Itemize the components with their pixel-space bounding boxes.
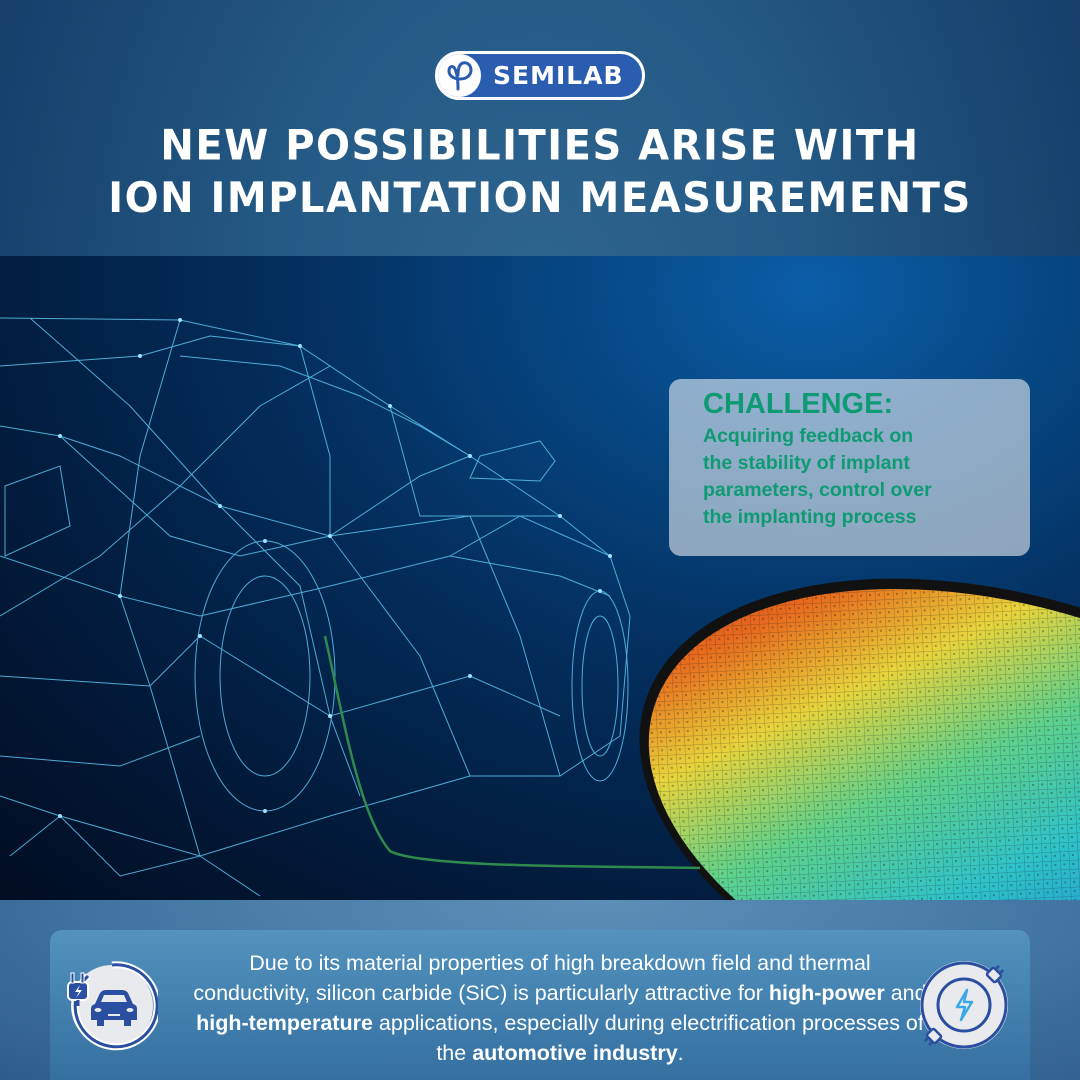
semiconductor-wafer-image	[639, 578, 1080, 900]
info-card: Due to its material properties of high b…	[50, 930, 1030, 1080]
challenge-line: the stability of implant	[703, 452, 910, 474]
challenge-line: parameters, control over	[703, 479, 932, 501]
title-line-2: ION IMPLANTATION MEASUREMENTS	[108, 174, 972, 223]
info-bold-automotive-industry: automotive industry	[472, 1041, 678, 1065]
info-text-segment: Due to its material properties of high b…	[193, 951, 871, 1005]
semilab-logo[interactable]: SEMILAB	[435, 51, 645, 100]
header: SEMILAB NEW POSSIBILITIES ARISE WITH ION…	[0, 0, 1080, 256]
semilab-phi-icon	[438, 54, 481, 97]
challenge-line: Acquiring feedback on	[703, 425, 914, 447]
electric-car-plug-icon	[58, 958, 161, 1058]
logo-text: SEMILAB	[493, 61, 624, 90]
hero-image: CHALLENGE: Acquiring feedback on the sta…	[0, 256, 1080, 900]
challenge-title: CHALLENGE:	[703, 388, 894, 420]
info-text-segment: applications, especially during electrif…	[372, 1011, 924, 1065]
challenge-line: the implanting process	[703, 506, 917, 528]
wireframe-car-image	[0, 317, 700, 897]
info-bold-high-temperature: high-temperature	[196, 1011, 373, 1035]
power-cycle-lightning-icon	[914, 958, 1014, 1058]
page-title: NEW POSSIBILITIES ARISE WITH ION IMPLANT…	[0, 120, 1080, 225]
challenge-description: Acquiring feedback on the stability of i…	[703, 423, 1030, 531]
info-text-segment: .	[677, 1041, 684, 1065]
title-line-1: NEW POSSIBILITIES ARISE WITH	[160, 121, 920, 170]
info-paragraph: Due to its material properties of high b…	[190, 948, 930, 1068]
challenge-callout: CHALLENGE: Acquiring feedback on the sta…	[669, 379, 1030, 556]
info-bold-high-power: high-power	[768, 981, 885, 1005]
